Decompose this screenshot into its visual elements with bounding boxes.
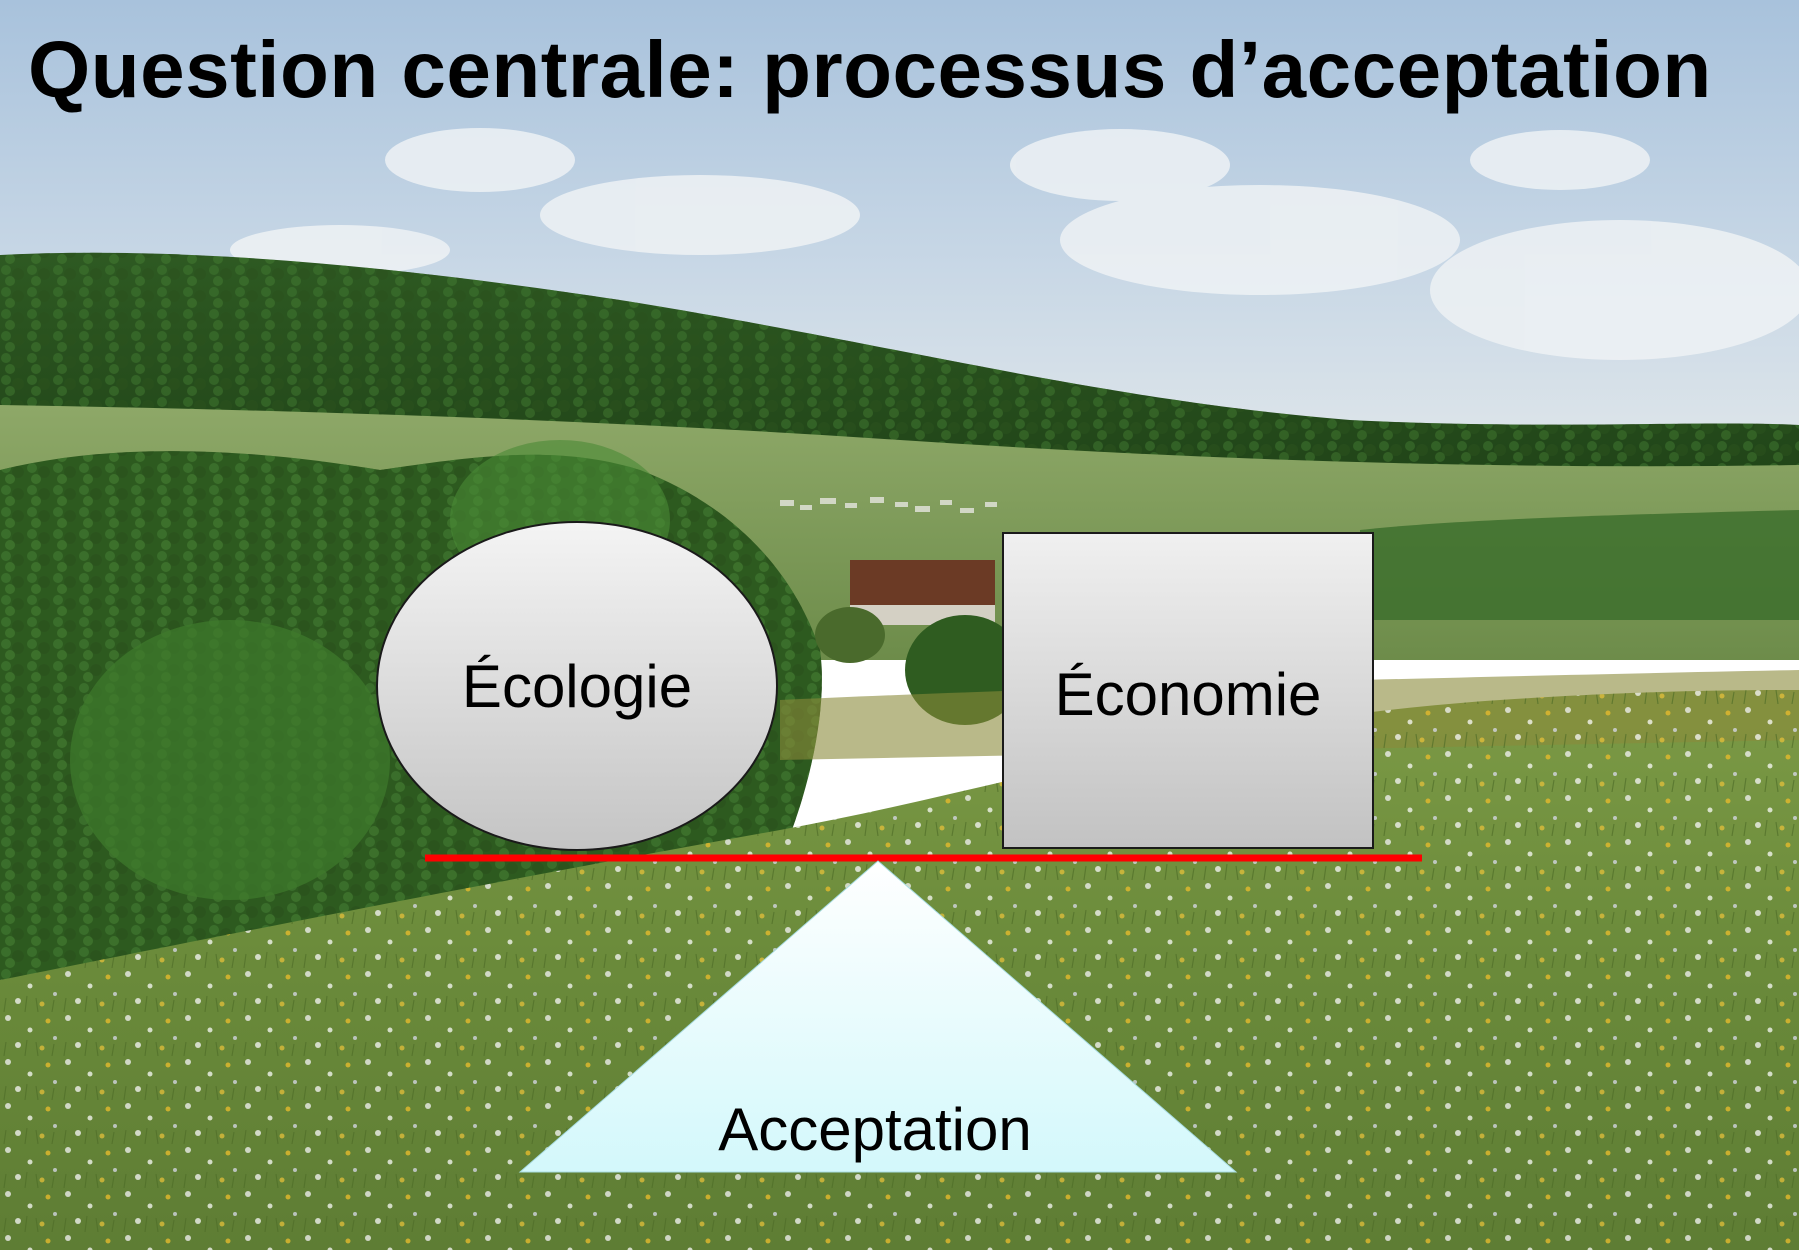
economie-square bbox=[1002, 532, 1374, 849]
acceptation-label: Acceptation bbox=[718, 1096, 1032, 1163]
clouds bbox=[230, 128, 1799, 360]
barn bbox=[850, 560, 995, 605]
ecologie-ellipse bbox=[376, 521, 778, 851]
hedge bbox=[1360, 510, 1799, 620]
acceptation-triangle bbox=[518, 860, 1238, 1173]
village bbox=[780, 497, 997, 513]
page-title: Question centrale: processus d’acceptati… bbox=[28, 25, 1712, 114]
ecologie-label: Écologie bbox=[461, 653, 693, 720]
economie-label: Économie bbox=[1054, 661, 1322, 728]
